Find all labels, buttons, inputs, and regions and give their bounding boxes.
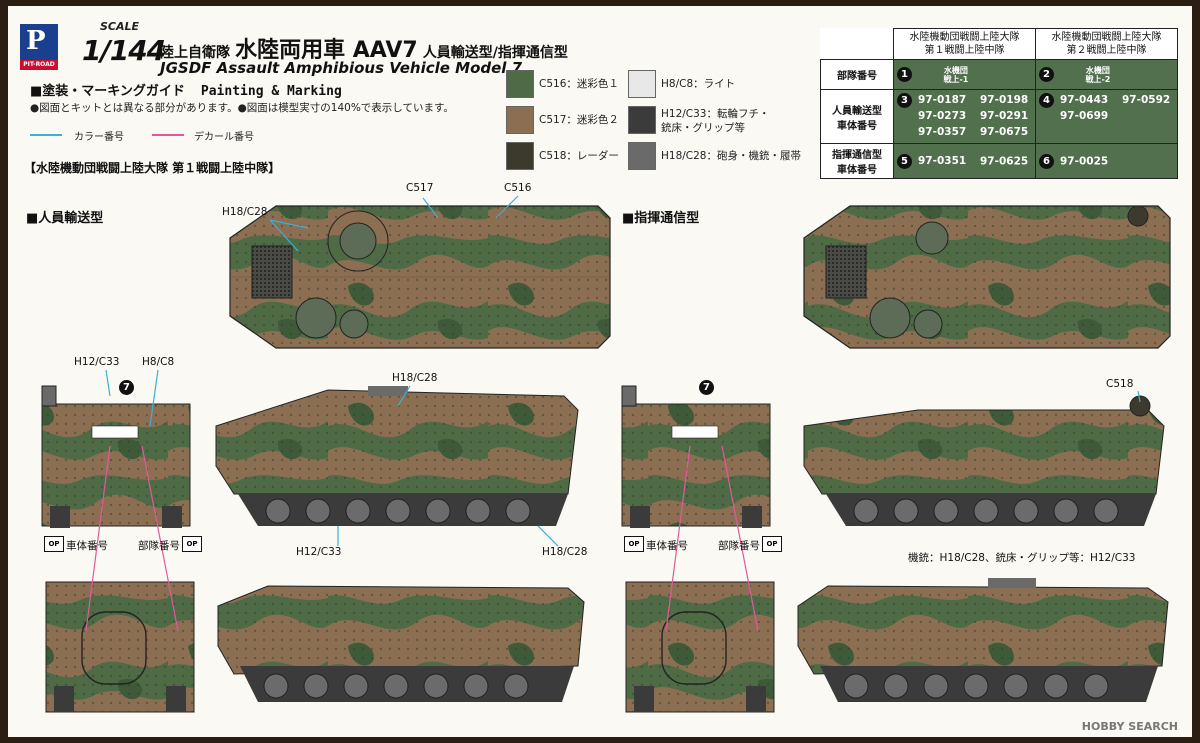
swatch-c518: [506, 142, 534, 170]
table-row3-head: 指揮通信型車体番号: [820, 143, 894, 179]
notes: ●図面とキットとは異なる部分があります。●図面は模型実寸の140%で表示していま…: [30, 102, 454, 114]
side-view-command-2: [797, 578, 1169, 702]
callout-mg-note: 機銃：H18/C28、銃床・グリップ等：H12/C33: [908, 552, 1136, 564]
decal-leaders: [85, 445, 759, 632]
callout-c518: C518: [1106, 378, 1134, 390]
rear-view-command: [625, 581, 775, 713]
decal-7-badge: 7: [119, 380, 134, 395]
swatch-c516: [506, 70, 534, 98]
swatch-c517-label: C517：迷彩色２: [539, 114, 619, 126]
callout-h8-front: H8/C8: [142, 356, 175, 368]
op-icon-3: OP: [624, 536, 644, 552]
scale-label: SCALE: [100, 20, 140, 33]
front-view-command: [621, 385, 771, 528]
title-suffix: 人員輸送型/指揮通信型: [422, 45, 568, 61]
swatch-c516-label: C516：迷彩色１: [539, 78, 619, 90]
swatch-h18-label: H18/C28：砲身・機銃・履帯: [661, 150, 801, 162]
callout-c517: C517: [406, 182, 434, 194]
logo-name: PIT-ROAD: [20, 60, 58, 70]
legend-color-number: カラー番号: [74, 132, 124, 143]
vehicle-illustrations: [41, 195, 1171, 713]
table-corner: [820, 28, 894, 60]
rear-view-personnel: [45, 581, 195, 713]
decal-leader-sample: [152, 134, 184, 136]
swatch-h12-label-2: 銃床・グリップ等: [661, 122, 745, 134]
table-col2-head: 水陸機動団戦闘上陸大隊第２戦闘上陸中隊: [1035, 28, 1178, 60]
swatch-c518-label: C518：レーダー: [539, 150, 619, 162]
top-view-personnel: [229, 205, 611, 349]
side-view-personnel-1: [215, 386, 579, 526]
instruction-sheet: P PIT-ROAD SCALE 1/144 陸上自衛隊 水陸両用車 AAV7 …: [8, 6, 1192, 737]
marking-table: 水陸機動団戦闘上陸大隊第１戦闘上陸中隊 水陸機動団戦闘上陸大隊第２戦闘上陸中隊 …: [820, 28, 1178, 179]
table-r1c2: 2 水機団戦上-2: [1035, 59, 1178, 90]
callout-h18-top: H18/C28: [222, 206, 268, 218]
callout-h18-track: H18/C28: [542, 546, 588, 558]
guide-en: Painting & Marking: [200, 84, 342, 99]
label-hull-no-b: 車体番号: [646, 540, 688, 552]
color-leaders: [105, 195, 1141, 547]
legend-decal-number: デカール番号: [194, 132, 254, 143]
side-view-command-1: [803, 395, 1165, 526]
decal-7b-badge: 7: [699, 380, 714, 395]
label-hull-no: 車体番号: [66, 540, 108, 552]
logo-mark: P: [26, 26, 46, 56]
title-main: 水陸両用車 AAV7: [235, 38, 418, 63]
callout-h12-front: H12/C33: [74, 356, 120, 368]
section-personnel: ■人員輸送型: [26, 211, 104, 226]
title-jp: 陸上自衛隊 水陸両用車 AAV7 人員輸送型/指揮通信型: [160, 32, 568, 64]
label-unit-no: 部隊番号: [138, 540, 180, 552]
title-en: JGSDF Assault Amphibious Vehicle Model 7: [160, 59, 523, 77]
top-view-command: [803, 205, 1171, 349]
callout-h18-side: H18/C28: [392, 372, 438, 384]
label-unit-no-b: 部隊番号: [718, 540, 760, 552]
swatch-h18: [628, 142, 656, 170]
unit-heading: 【水陸機動団戦闘上陸大隊 第１戦闘上陸中隊】: [24, 161, 281, 175]
callout-h12-track: H12/C33: [296, 546, 342, 558]
table-row1-head: 部隊番号: [820, 59, 894, 90]
watermark: HOBBY SEARCH: [1081, 720, 1178, 733]
side-view-personnel-2: [217, 585, 585, 702]
section-command: ■指揮通信型: [622, 211, 700, 226]
swatch-h12-label: H12/C33：転輪フチ・: [661, 108, 770, 120]
op-icon-1: OP: [44, 536, 64, 552]
guide-jp: ■塗装・マーキングガイド: [30, 84, 185, 99]
color-leader-sample: [30, 134, 62, 136]
op-icon-4: OP: [762, 536, 782, 552]
table-row2-head: 人員輸送型車体番号: [820, 89, 894, 144]
pit-road-logo: P PIT-ROAD: [20, 24, 58, 70]
title-prefix: 陸上自衛隊: [160, 45, 230, 61]
swatch-h8: [628, 70, 656, 98]
callout-c516: C516: [504, 182, 532, 194]
swatch-c517: [506, 106, 534, 134]
swatch-h12: [628, 106, 656, 134]
guide-heading: ■塗装・マーキングガイド Painting & Marking: [30, 80, 342, 99]
swatch-h8-label: H8/C8：ライト: [661, 78, 736, 90]
table-col1-head: 水陸機動団戦闘上陸大隊第１戦闘上陸中隊: [893, 28, 1036, 60]
front-view-personnel: [41, 385, 191, 528]
scale-value: 1/144: [82, 34, 166, 67]
table-r1c1: 1 水機団戦上-1: [893, 59, 1036, 90]
op-icon-2: OP: [182, 536, 202, 552]
